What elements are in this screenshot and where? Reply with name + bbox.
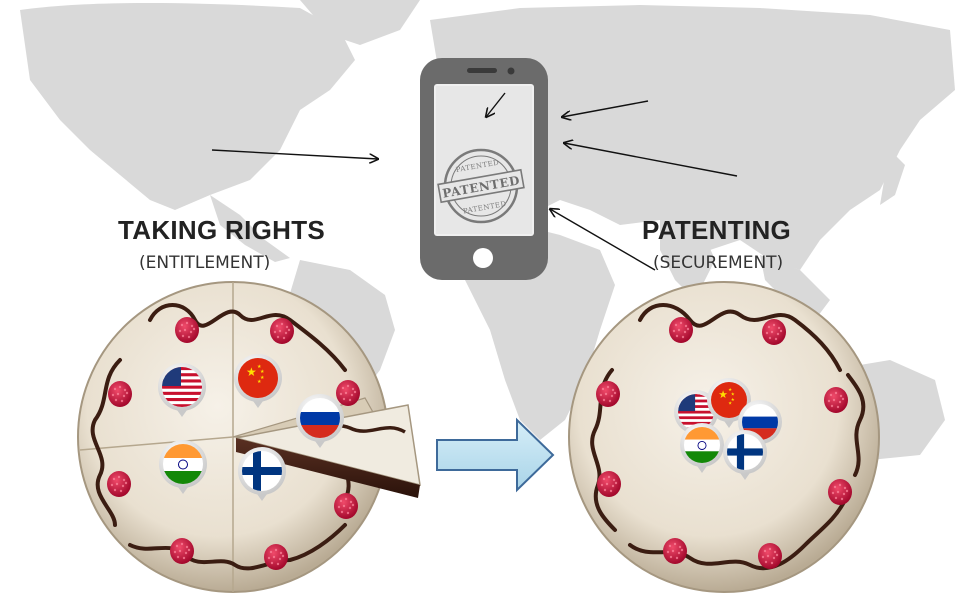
left-chocolate-swirl: [90, 303, 352, 571]
japan-shape: [880, 150, 905, 205]
india-shape: [660, 220, 715, 300]
china-flag-icon: [234, 354, 282, 408]
china-flag-icon: [707, 378, 751, 428]
raspberry-icon: [762, 319, 786, 345]
raspberry-icon: [175, 317, 199, 343]
finland-flag-icon: [238, 447, 286, 501]
arrow-from-russia: [562, 100, 649, 117]
phone-speaker: [467, 68, 497, 73]
us-flag-icon: [158, 363, 206, 417]
arrow-from-north-europe: [486, 92, 506, 117]
europe-asia-shape: [420, 5, 955, 270]
left-cake: [77, 281, 421, 593]
phone-home-button: [473, 248, 493, 268]
arrow-from-east-asia: [564, 143, 738, 177]
raspberry-icon: [596, 381, 620, 407]
raspberry-icon: [597, 471, 621, 497]
raspberry-icon: [663, 538, 687, 564]
russia-flag-icon: [296, 394, 344, 448]
raspberry-icon: [107, 471, 131, 497]
india-flag-icon: [159, 440, 207, 494]
greenland-shape: [300, 0, 420, 45]
arrow-from-americas: [211, 149, 378, 159]
raspberry-icon: [334, 493, 358, 519]
raspberry-icon: [336, 380, 360, 406]
india-flag-icon: [680, 423, 724, 473]
raspberry-icon: [828, 479, 852, 505]
raspberry-icon: [758, 543, 782, 569]
right-panel-title: PATENTING: [642, 215, 792, 245]
raspberry-icon: [170, 538, 194, 564]
central-america-shape: [210, 195, 290, 262]
arrow-from-south-asia: [550, 209, 656, 271]
left-panel-title: TAKING RIGHTS: [118, 215, 326, 245]
raspberry-icon: [669, 317, 693, 343]
raspberry-icon: [264, 544, 288, 570]
raspberry-icon: [108, 381, 132, 407]
raspberry-icon: [270, 318, 294, 344]
right-cake: [568, 281, 880, 593]
raspberry-icon: [824, 387, 848, 413]
left-panel-subtitle: (ENTITLEMENT): [139, 253, 271, 273]
right-panel-subtitle: (SECUREMENT): [653, 253, 784, 273]
north-america-shape: [20, 3, 355, 210]
right-chocolate-swirl: [590, 303, 866, 571]
finland-flag-icon: [723, 430, 767, 480]
phone-camera: [507, 67, 515, 75]
southeast-asia-shape: [760, 255, 830, 320]
left-cake-slice-lines: [79, 282, 234, 592]
right-block-arrow-icon: [436, 417, 555, 493]
inbound-arrows: [211, 92, 738, 271]
